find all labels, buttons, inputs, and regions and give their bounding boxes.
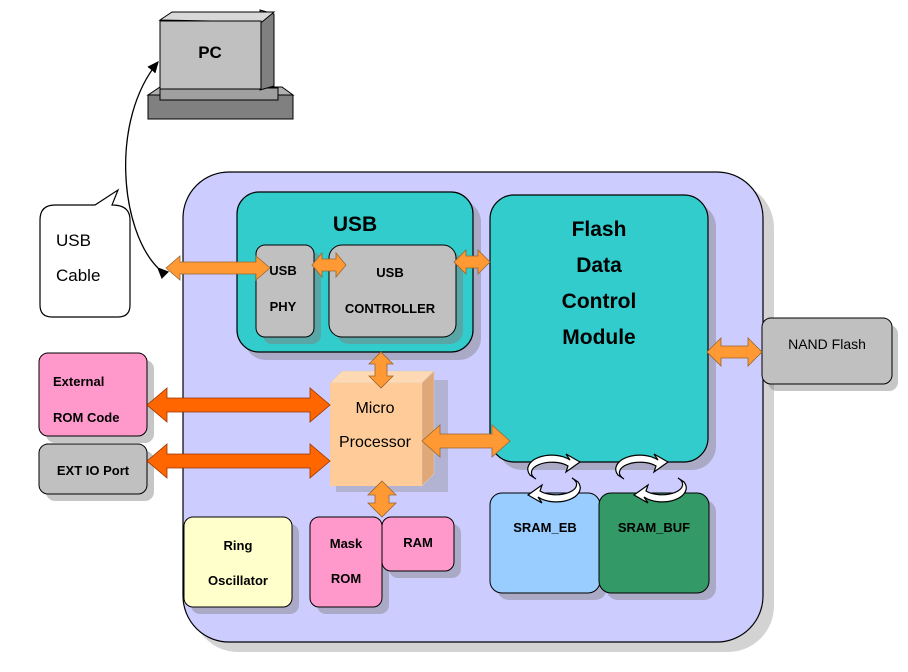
external-rom-label-2: ROM Code [53,410,119,425]
pc-icon: PC [146,9,295,120]
usb-phy-label-2: PHY [270,299,297,314]
usb-cable-callout: USB Cable [39,188,131,318]
arrow-controller-flash [453,249,491,275]
mask-rom-label-2: ROM [331,571,361,586]
ring-oscillator-label-1: Ring [224,538,253,553]
arrow-extio-micro [146,443,331,479]
pc-label: PC [198,43,222,62]
ext-io-port-label: EXT IO Port [57,463,130,478]
external-rom-label-1: External [53,374,104,389]
micro-label-1: Micro [355,400,394,417]
sram-eb-exchange-icon [526,453,582,504]
flash-control-module [489,194,709,463]
usb-cable-label-1: USB [56,231,91,250]
arrow-cable-phy [165,255,271,281]
ext-io-port-block [38,443,148,495]
ring-oscillator-block [183,516,293,608]
arrow-micro-flash [421,424,511,458]
micro-label-2: Processor [339,434,412,451]
arrow-phy-controller [311,251,347,279]
flash-label-4: Module [562,326,636,349]
usb-cable-line [125,60,170,280]
micro-processor-block: Micro Processor [329,370,448,492]
usb-phy-block [255,244,315,338]
usb-title: USB [333,213,377,236]
usb-controller-label-1: USB [376,265,403,280]
mask-rom-label-1: Mask [330,536,363,551]
sram-buf-block [598,492,710,594]
arrow-flash-nand [706,337,763,367]
sram-buf-exchange-icon [615,453,687,504]
sram-eb-label: SRAM_EB [513,520,577,535]
arrow-rom-micro [146,387,331,423]
usb-cable-label-2: Cable [56,266,100,285]
nand-flash-block [761,317,893,385]
arrow-micro-memory [367,480,397,518]
flash-label-1: Flash [572,218,627,241]
nand-flash-label: NAND Flash [788,336,866,352]
usb-phy-label-1: USB [269,263,296,278]
usb-controller-block [328,244,457,338]
external-rom-block [38,352,148,437]
sram-buf-label: SRAM_BUF [618,520,690,535]
usb-controller-label-2: CONTROLLER [345,301,436,316]
ring-oscillator-label-2: Oscillator [208,573,268,588]
ram-block [381,516,455,572]
ram-label: RAM [403,535,433,550]
sram-eb-block [489,492,601,594]
flash-label-3: Control [562,290,637,313]
mask-rom-block [309,516,383,608]
flash-label-2: Data [576,254,622,277]
arrow-usb-micro [368,351,394,389]
